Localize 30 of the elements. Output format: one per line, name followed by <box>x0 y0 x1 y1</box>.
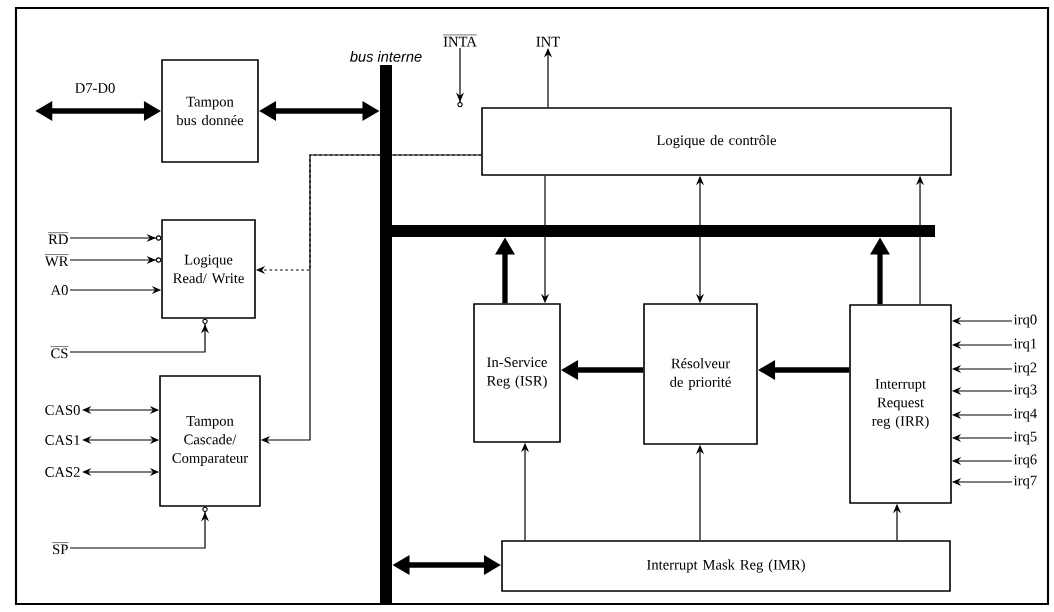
block-box: In-Service Reg (ISR) <box>473 303 561 443</box>
block-box: Logique de contrôle <box>481 107 952 176</box>
bus-bar: bus interne <box>350 51 422 604</box>
block-box: Interrupt Mask Reg (IMR) <box>501 540 951 592</box>
pin-label: irq0 <box>1013 314 1037 328</box>
pin-label: CAS2 <box>45 467 80 477</box>
block-box: Résolveur de priorité <box>643 303 758 445</box>
pin-label: A0 <box>50 285 68 295</box>
pin-label: irq6 <box>1013 454 1037 468</box>
pin-label: CAS0 <box>45 405 80 415</box>
pin-label: RD <box>47 232 69 245</box>
block-box: Logique Read/ Write <box>161 219 256 319</box>
pin-label: irq3 <box>1013 384 1037 398</box>
pin-label: CS <box>50 346 69 359</box>
node-label: bus interne <box>350 51 422 62</box>
pin-label: irq2 <box>1013 362 1037 376</box>
block-box: Interrupt Request reg (IRR) <box>849 304 952 504</box>
pin-label: irq7 <box>1013 475 1037 489</box>
pin-label: irq1 <box>1013 338 1037 352</box>
pin-label: SP <box>51 542 69 555</box>
pin-label: CAS1 <box>45 435 80 445</box>
pin-label: INTA <box>442 34 478 47</box>
pin-label: irq4 <box>1013 408 1037 422</box>
block-box: Tampon Cascade/ Comparateur <box>159 375 261 507</box>
pin-label: irq5 <box>1013 431 1037 445</box>
pin-label: INT <box>536 36 560 47</box>
bus-bar <box>392 225 935 237</box>
block-box: Tampon bus donnée <box>161 59 259 163</box>
edge-label: D7-D0 <box>73 81 117 95</box>
pin-label: WR <box>44 254 69 267</box>
